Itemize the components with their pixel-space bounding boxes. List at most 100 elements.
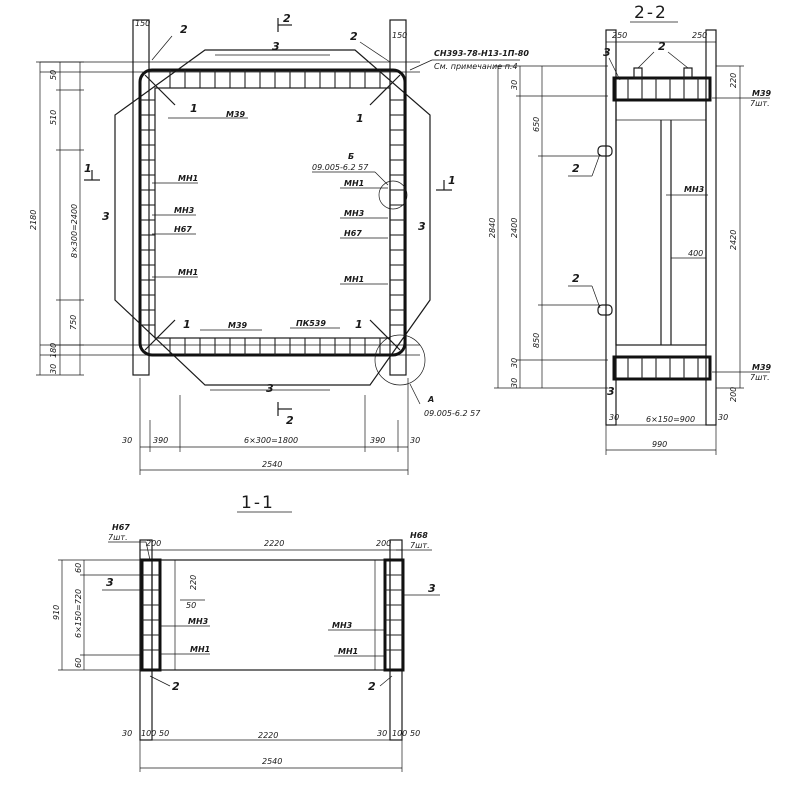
s22-mark-2-mid2: 2 — [572, 272, 580, 285]
label-mn1-right-1: МН1 — [344, 179, 364, 188]
s11-dim-top-2220: 2220 — [264, 539, 284, 548]
s11-mark-3-right: 3 — [428, 582, 436, 595]
node-b-label: Б — [348, 152, 354, 161]
node-a-circle — [374, 334, 426, 386]
ties-bottom — [169, 338, 381, 355]
mark-1-a: 1 — [190, 102, 198, 115]
s22-label-m39-top-sub: 7шт. — [750, 99, 770, 108]
s22-dim-30a: 30 — [510, 80, 519, 90]
s22-dim-2420: 2420 — [729, 230, 738, 250]
s11-mark-2-left: 2 — [172, 680, 180, 693]
s22-label-m39-top: М39 — [752, 89, 772, 98]
s11-label-mn3-left: МН3 — [188, 617, 209, 626]
cut-arrow-top: 2 — [277, 12, 292, 32]
dim-b-30a: 30 — [122, 436, 132, 445]
s22-mark-3-bottom: 3 — [607, 385, 615, 398]
label-m39-bottom: М39 — [228, 321, 248, 330]
cut-mark-left: 1 — [84, 162, 92, 175]
section-2-2: 2-2 2 3 — [488, 3, 772, 455]
label-n67-left: Н67 — [174, 225, 192, 234]
s11-dim-6x150: 6×150=720 — [74, 589, 83, 638]
plan-dims-left: 2180 50 510 8×300=2400 750 180 30 — [29, 61, 84, 376]
cut-arrow-right: 1 — [436, 174, 456, 191]
dim-30: 30 — [49, 364, 58, 374]
s11-ties-right — [385, 574, 403, 651]
label-m39-top: М39 — [226, 110, 246, 119]
cut-arrow-bottom: 2 — [277, 402, 294, 427]
mark-2-top-right: 2 — [350, 30, 358, 43]
s11-dim-b-100a: 100 — [141, 729, 156, 738]
s22-label-400: 400 — [688, 249, 703, 258]
s11-dim-910: 910 — [52, 605, 61, 620]
s22-label-m39-bottom-sub: 7шт. — [750, 373, 770, 382]
s11-dims-bottom: 30 100 50 2220 30 100 50 2540 — [122, 720, 420, 772]
mark-3-top: 3 — [272, 40, 280, 53]
plate-left — [132, 19, 150, 376]
ties-left — [140, 99, 155, 326]
s22-dims-right: 2420 220 200 — [716, 65, 744, 402]
s22-dim-250a: 250 — [612, 31, 627, 40]
s22-dim-220: 220 — [729, 73, 738, 88]
callout-spec: СН393-78-Н13-1П-80 — [434, 49, 529, 58]
dim-2180: 2180 — [29, 210, 38, 230]
dim-b-6x300: 6×300=1800 — [244, 436, 298, 445]
s22-dims-bottom: 30 6×150=900 30 990 — [605, 400, 728, 455]
s11-dim-b-50b: 50 — [410, 729, 420, 738]
s22-dim-2400: 2400 — [510, 218, 519, 238]
s11-label-n68: Н68 — [410, 531, 428, 540]
mark-3-left: 3 — [102, 210, 110, 223]
cut-mark-right: 1 — [448, 174, 456, 187]
s11-label-mn1-right: МН1 — [338, 647, 358, 656]
cage-outer — [138, 68, 407, 357]
dim-50: 50 — [49, 70, 58, 80]
s22-dim-850: 850 — [532, 333, 541, 348]
s11-dim-b-2220: 2220 — [258, 731, 278, 740]
s11-ties-left — [142, 574, 160, 651]
s11-dim-top-200b: 200 — [376, 539, 391, 548]
cut-arrow-left: 1 — [84, 162, 100, 181]
dim-b-2540: 2540 — [262, 460, 282, 469]
s11-label-220v: 220 — [189, 575, 198, 590]
s22-ties-bottom — [627, 357, 699, 379]
s22-label-m39-bottom: М39 — [752, 363, 772, 372]
s11-mark-2-right: 2 — [368, 680, 376, 693]
s11-dim-b-100b: 100 — [392, 729, 407, 738]
s11-label-50v: 50 — [186, 601, 196, 610]
s11-dim-b-30b: 30 — [377, 729, 387, 738]
dim-b-390a: 390 — [153, 436, 168, 445]
label-mn3-left: МН3 — [174, 206, 195, 215]
label-mn1-left-1: МН1 — [178, 174, 198, 183]
dim-top-right-150: 150 — [392, 31, 407, 40]
s22-mark-3-top: 3 — [603, 46, 611, 59]
node-b-circle — [378, 180, 408, 210]
s22-dim-b-30a: 30 — [609, 413, 619, 422]
s11-label-n67-sub: 7шт. — [108, 533, 128, 542]
s11-dim-b-30a: 30 — [122, 729, 132, 738]
s11-label-n68-sub: 7шт. — [410, 541, 430, 550]
label-mn1-right-2: МН1 — [344, 275, 364, 284]
s22-dim-b-990: 990 — [652, 440, 667, 449]
s22-mark-2-top: 2 — [658, 40, 666, 53]
plan-dims-bottom: 30 390 6×300=1800 390 30 2540 — [122, 378, 420, 475]
dim-180: 180 — [49, 343, 58, 358]
mark-1-b: 1 — [356, 112, 364, 125]
s11-label-mn1-left: МН1 — [190, 645, 210, 654]
s22-dim-30b: 30 — [510, 358, 519, 368]
s22-dim-b-30b: 30 — [718, 413, 728, 422]
s22-mark-2-mid1: 2 — [572, 162, 580, 175]
label-mn3-right: МН3 — [344, 209, 365, 218]
s11-dim-top-200a: 200 — [146, 539, 161, 548]
ties-right — [390, 99, 405, 326]
mark-1-c: 1 — [183, 318, 191, 331]
s11-dim-60b: 60 — [74, 658, 83, 668]
s22-dim-b-6x150: 6×150=900 — [646, 415, 695, 424]
s11-mark-3-left: 3 — [106, 576, 114, 589]
s22-ties-top — [627, 78, 699, 100]
casing-outline — [114, 49, 431, 386]
node-a-ref: 09.005-6.2 57 — [424, 409, 481, 418]
callout-spec-note: См. примечание п.4 — [434, 62, 518, 71]
s11-dim-60a: 60 — [74, 563, 83, 573]
section-1-1: 1-1 Н67 7шт. Н68 7шт. МН3 — [52, 493, 440, 772]
dim-top-150: 150 — [135, 19, 150, 28]
mark-3-bottom: 3 — [266, 382, 274, 395]
